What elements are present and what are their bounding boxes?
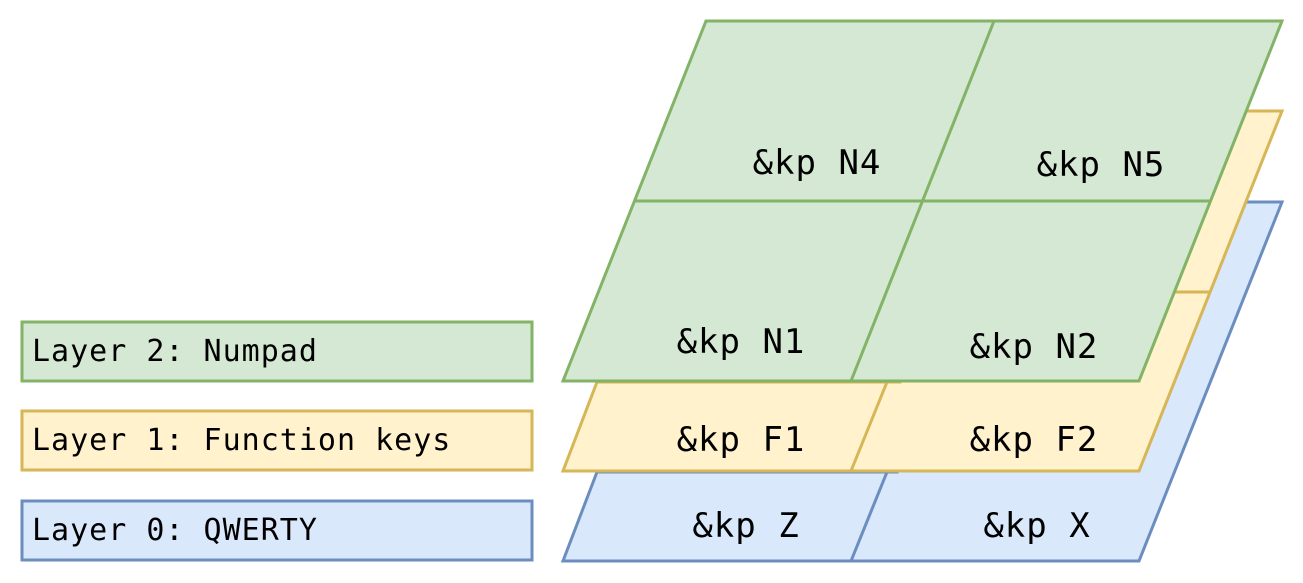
key-label-layer1-f2: &kp F2: [970, 420, 1099, 460]
key-label-layer1-f1: &kp F1: [677, 420, 806, 460]
legend-item-layer-0: Layer 0: QWERTY: [20, 499, 534, 562]
layer-0-key-divider: [849, 471, 889, 562]
legend-box-layer-0: [20, 499, 534, 562]
key-label-layer0-x: &kp X: [983, 506, 1090, 546]
legend-item-layer-2: Layer 2: Numpad: [20, 320, 534, 383]
layer-2-column-divider: [849, 20, 996, 382]
legend-label-layer-0: Layer 0: QWERTY: [32, 513, 318, 548]
legend-label-layer-1: Layer 1: Function keys: [32, 423, 451, 458]
key-label-layer0-z: &kp Z: [692, 506, 799, 546]
legend-item-layer-1: Layer 1: Function keys: [20, 409, 534, 472]
key-label-layer2-n1: &kp N1: [677, 322, 806, 362]
legend-label-layer-2: Layer 2: Numpad: [32, 334, 318, 369]
legend-box-layer-2: [20, 320, 534, 383]
key-label-layer2-n2: &kp N2: [970, 327, 1099, 367]
layer-1-key-divider: [849, 381, 889, 472]
legend: Layer 2: Numpad Layer 1: Function keys L…: [20, 320, 534, 562]
legend-box-layer-1: [20, 409, 534, 472]
layer-2-plane: [560, 19, 1285, 383]
key-label-layer2-n4: &kp N4: [753, 143, 882, 183]
key-label-layer2-n5: &kp N5: [1037, 145, 1166, 185]
